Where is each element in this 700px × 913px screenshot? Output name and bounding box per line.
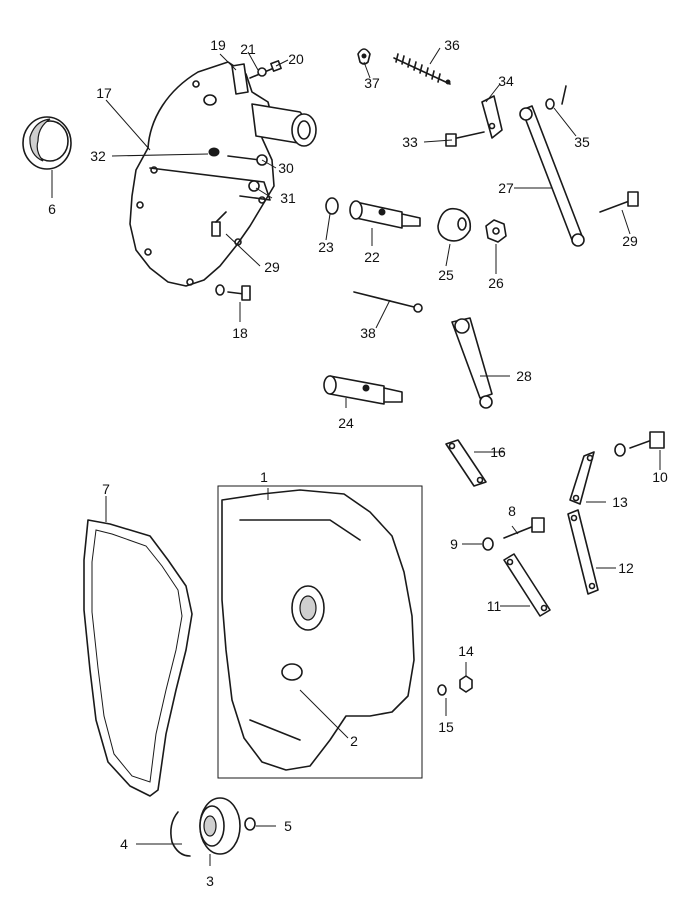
part-dome-25 [437,207,472,242]
leader-lines [51,47,661,866]
callout-19: 19 [210,37,226,53]
callout-9: 9 [450,536,458,552]
callout-20: 20 [288,51,304,67]
part-bolt-10 [614,431,665,457]
callout-28: 28 [516,368,532,384]
callout-36: 36 [444,37,460,53]
part-plunger-22 [349,200,421,229]
callout-38: 38 [360,325,376,341]
callout-13: 13 [612,494,628,510]
part-bolt-33 [445,131,485,147]
callout-35: 35 [574,134,590,150]
part-housing-1 [217,485,423,779]
callout-33: 33 [402,134,418,150]
callout-21: 21 [240,41,256,57]
callout-18: 18 [232,325,248,341]
callout-15: 15 [438,719,454,735]
callout-12: 12 [618,560,634,576]
part-bearing-3 [199,797,241,855]
part-circlip-23 [325,197,339,215]
part-plunger-24 [323,375,403,405]
part-bracket-34 [481,95,503,139]
callout-32: 32 [90,148,106,164]
callout-8: 8 [508,503,516,519]
callout-17: 17 [96,85,112,101]
part-circlip-4 [170,811,191,857]
part-washer-9 [482,537,494,551]
part-nut-14 [459,675,473,693]
callout-23: 23 [318,239,334,255]
callout-37: 37 [364,75,380,91]
callout-16: 16 [490,444,506,460]
callout-7: 7 [102,481,110,497]
part-tab-37 [357,48,371,65]
part-bolt-18 [215,284,251,301]
part-bolt-8 [503,517,545,539]
callout-6: 6 [48,201,56,217]
callout-labels: 1 2 3 4 5 6 7 8 9 10 11 12 13 14 15 16 1… [48,37,668,889]
part-link-12 [567,509,599,595]
callout-22: 22 [364,249,380,265]
part-lever-28 [451,317,493,409]
part-clip-5 [244,817,256,831]
callout-34: 34 [498,73,514,89]
callout-1: 1 [260,469,268,485]
part-bolt-29-right [599,191,639,213]
part-nut-26 [485,219,507,243]
callout-27: 27 [498,180,514,196]
callout-11: 11 [487,598,502,614]
callout-14: 14 [458,643,474,659]
callout-4: 4 [120,836,128,852]
part-lever-27 [519,105,585,247]
callout-5: 5 [284,818,292,834]
callout-3: 3 [206,873,214,889]
callout-2: 2 [350,733,358,749]
part-link-16 [445,439,487,487]
part-spring-36 [393,53,451,85]
callout-25: 25 [438,267,454,283]
part-oil-seal [22,116,72,170]
callout-10: 10 [652,469,668,485]
callout-31: 31 [280,190,296,206]
part-bolt-cover-29 [211,211,227,237]
part-link-11 [503,553,551,617]
callout-26: 26 [488,275,504,291]
part-gasket-7 [83,519,193,797]
callout-30: 30 [278,160,294,176]
part-nut-15 [437,684,447,696]
callout-29-right: 29 [622,233,638,249]
part-pin-38 [353,291,423,313]
callout-24: 24 [338,415,354,431]
part-washer-35 [545,85,567,110]
callout-29-cover: 29 [264,259,280,275]
part-link-13 [569,451,595,505]
